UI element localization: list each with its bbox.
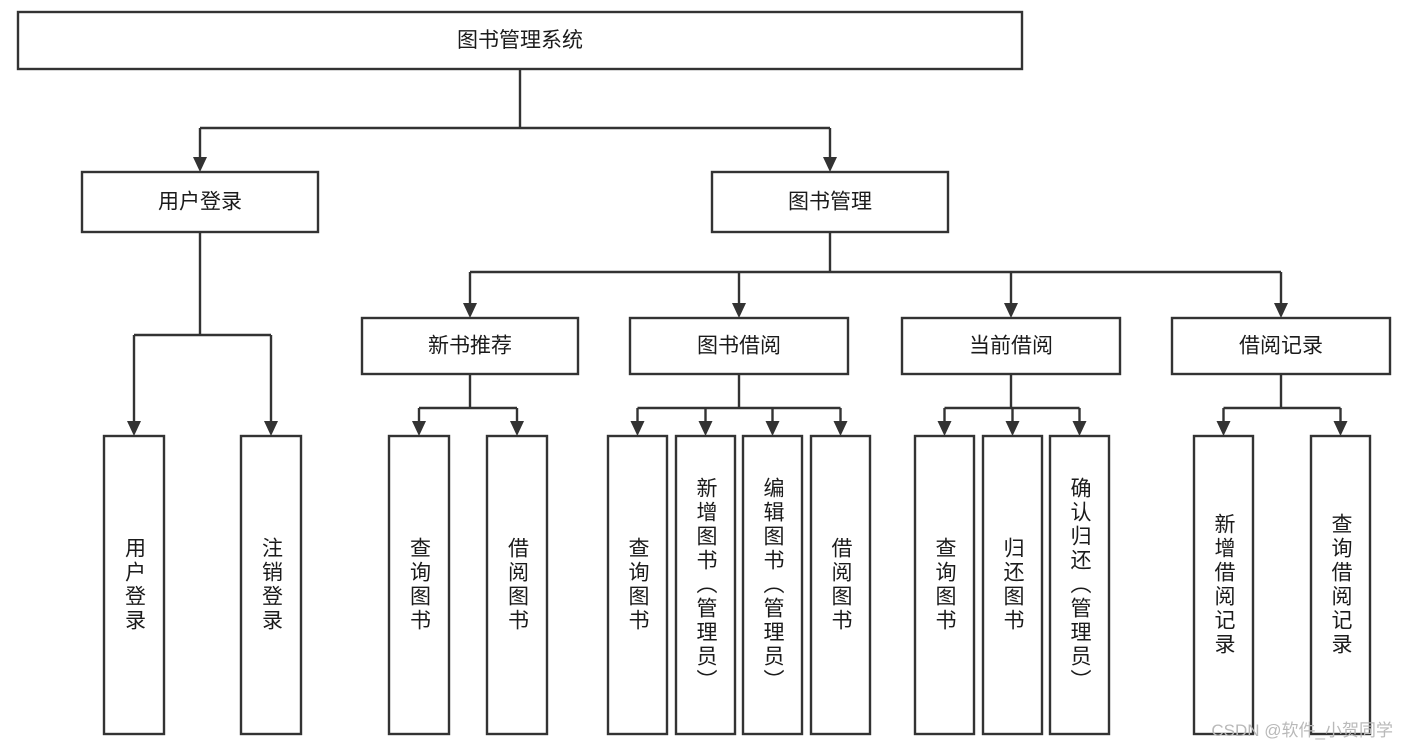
node-rect[interactable] — [1309, 434, 1372, 736]
arrow-head-icon — [264, 421, 278, 436]
arrow-head-icon — [412, 421, 426, 436]
node-label: 当前借阅 — [969, 335, 1053, 358]
node-leaf-4[interactable] — [606, 434, 669, 736]
arrow-head-icon — [127, 421, 141, 436]
node-leaf-5[interactable] — [674, 434, 737, 736]
arrow-head-icon — [463, 303, 477, 318]
connector-3-to-leaves — [1216, 374, 1348, 436]
connector-root-to-level1 — [193, 69, 837, 172]
node-label: 用户登录 — [158, 191, 242, 214]
node-level2-1[interactable]: 图书借阅 — [628, 316, 850, 376]
node-rect[interactable] — [239, 434, 303, 736]
node-rect[interactable] — [606, 434, 669, 736]
arrow-head-icon — [765, 421, 780, 436]
arrow-head-icon — [1333, 421, 1348, 436]
node-rect[interactable] — [913, 434, 976, 736]
connector-0-to-leaves — [412, 374, 524, 436]
node-level1-1[interactable]: 图书管理 — [710, 170, 950, 234]
node-label: 图书管理 — [788, 191, 872, 214]
node-rect[interactable] — [387, 434, 451, 736]
node-level2-3[interactable]: 借阅记录 — [1170, 316, 1392, 376]
node-rect[interactable] — [80, 170, 320, 234]
arrow-head-icon — [698, 421, 713, 436]
node-root-图书管理系统[interactable]: 图书管理系统 — [16, 10, 1024, 71]
arrow-head-icon — [1072, 421, 1087, 436]
arrow-head-icon — [732, 303, 746, 318]
arrow-head-icon — [193, 157, 207, 172]
node-rect[interactable] — [900, 316, 1122, 376]
node-rect[interactable] — [809, 434, 872, 736]
node-label: 图书管理系统 — [457, 29, 583, 52]
arrow-head-icon — [1004, 303, 1018, 318]
node-rect[interactable] — [485, 434, 549, 736]
node-rect[interactable] — [1170, 316, 1392, 376]
node-level1-0[interactable]: 用户登录 — [80, 170, 320, 234]
node-leaf-12[interactable] — [1309, 434, 1372, 736]
node-rect[interactable] — [710, 170, 950, 234]
node-level2-0[interactable]: 新书推荐 — [360, 316, 580, 376]
node-rect[interactable] — [674, 434, 737, 736]
node-leaf-9[interactable] — [981, 434, 1044, 736]
connector-bookmgmt-to-level2 — [463, 232, 1288, 318]
connector-userlogin-to-leaves — [127, 232, 278, 436]
node-rect[interactable] — [360, 316, 580, 376]
node-leaf-10[interactable] — [1048, 434, 1111, 736]
node-leaf-3[interactable] — [485, 434, 549, 736]
watermark-text: CSDN @软件_小贺同学 — [1211, 721, 1393, 740]
arrow-head-icon — [833, 421, 848, 436]
node-rect[interactable] — [1192, 434, 1255, 736]
connector-1-to-leaves — [630, 374, 848, 436]
node-leaf-7[interactable] — [809, 434, 872, 736]
node-leaf-2[interactable] — [387, 434, 451, 736]
node-leaf-0[interactable] — [102, 434, 166, 736]
arrow-head-icon — [1274, 303, 1288, 318]
node-label: 借阅记录 — [1239, 335, 1323, 358]
node-leaf-1[interactable] — [239, 434, 303, 736]
node-leaf-8[interactable] — [913, 434, 976, 736]
arrow-head-icon — [937, 421, 952, 436]
node-leaf-11[interactable] — [1192, 434, 1255, 736]
connector-2-to-leaves — [937, 374, 1087, 436]
node-rect[interactable] — [628, 316, 850, 376]
node-rect[interactable] — [981, 434, 1044, 736]
node-rect[interactable] — [741, 434, 804, 736]
node-leaf-6[interactable] — [741, 434, 804, 736]
arrow-head-icon — [1005, 421, 1020, 436]
node-level2-2[interactable]: 当前借阅 — [900, 316, 1122, 376]
node-label: 图书借阅 — [697, 335, 781, 358]
node-rect[interactable] — [1048, 434, 1111, 736]
arrow-head-icon — [630, 421, 645, 436]
arrow-head-icon — [823, 157, 837, 172]
arrow-head-icon — [510, 421, 524, 436]
node-rect[interactable] — [102, 434, 166, 736]
node-rect[interactable] — [16, 10, 1024, 71]
node-label: 新书推荐 — [428, 335, 512, 358]
arrow-head-icon — [1216, 421, 1231, 436]
